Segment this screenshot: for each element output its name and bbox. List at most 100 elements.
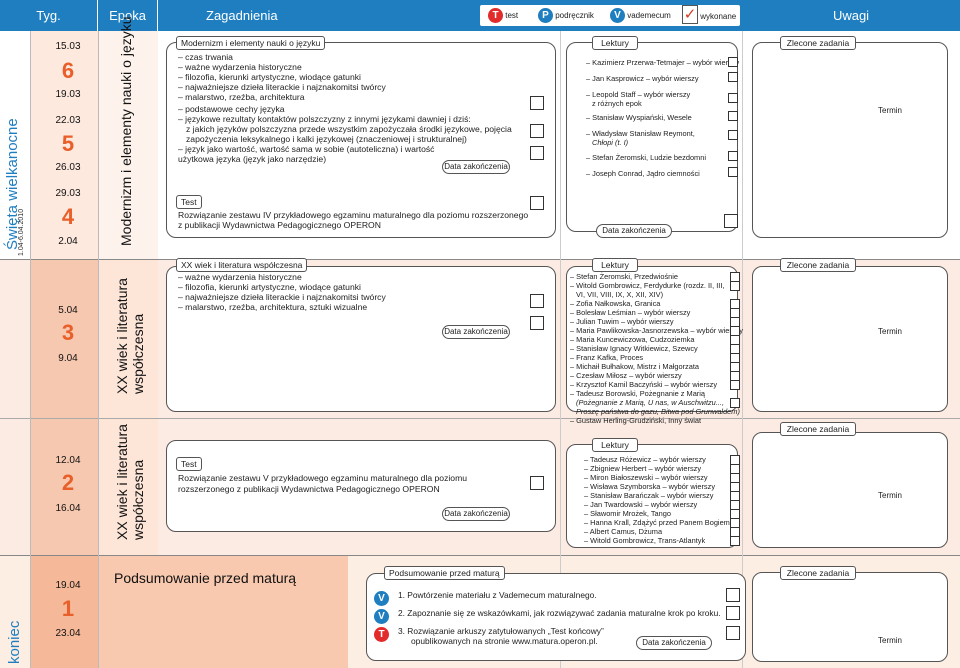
legend-test: test: [505, 11, 519, 20]
legend-vademecum: vademecum: [627, 11, 671, 20]
week-end: 19.03: [55, 89, 81, 100]
readings-card: [566, 444, 738, 548]
done-checkbox[interactable]: [530, 316, 544, 330]
done-checkbox[interactable]: [530, 196, 544, 210]
reading-item: – Bolesław Leśmian – wybór wierszy: [570, 308, 691, 317]
reading-item: – Julian Tuwim – wybór wierszy: [570, 317, 674, 326]
week-start: 15.03: [55, 41, 81, 52]
reading-checkbox[interactable]: [728, 72, 738, 82]
reading-item: – Tadeusz Borowski, Pożegnanie z Marią: [570, 389, 706, 398]
reading-item: – Joseph Conrad, Jądro ciemności: [586, 169, 700, 178]
topic-item: – najważniejsze dzieła literackie i najz…: [178, 82, 386, 92]
end-date-field[interactable]: Data zakończenia: [442, 160, 510, 174]
reading-item: – Witold Gombrowicz, Trans-Atlantyk: [584, 536, 706, 545]
reading-item: – Stanisław Wyspiański, Wesele: [586, 113, 692, 122]
done-checkbox[interactable]: [530, 146, 544, 160]
reading-item: – Stefan Żeromski, Ludzie bezdomni: [586, 153, 706, 162]
legend: T test P podręcznik V vademecum ✓ wykona…: [480, 5, 740, 26]
topic-item: – podstawowe cechy języka: [178, 104, 285, 114]
test-task: rozszerzonego z publikacji Wydawnictwa P…: [178, 484, 440, 494]
week-end: 2.04: [58, 236, 78, 247]
topics-card: [166, 42, 556, 238]
vademecum-badge-icon: V: [610, 8, 625, 23]
holiday-dates: 1.04-6.04.2010: [18, 208, 25, 256]
reading-item: – Jan Kasprowicz – wybór wierszy: [586, 74, 699, 83]
readings-title: Lektury: [592, 438, 638, 452]
topic-item: – językowe rezultaty kontaktów polszczyz…: [178, 114, 471, 124]
reading-item: – Leopold Staff – wybór wierszy: [586, 90, 691, 99]
legend-done: wykonane: [700, 12, 737, 21]
reading-checkbox[interactable]: [728, 151, 738, 161]
topic-item: – ważne wydarzenia historyczne: [178, 62, 302, 72]
topic-item: – najważniejsze dzieła literackie i najz…: [178, 292, 386, 302]
checkmark-icon: ✓: [682, 5, 698, 24]
header-notes: Uwagi: [832, 8, 870, 23]
topic-item: – czas trwania: [178, 52, 233, 62]
end-date-field[interactable]: Data zakończenia: [442, 325, 510, 339]
test-task: Rozwiązanie zestawu IV przykładowego egz…: [178, 210, 529, 220]
topic-item: użytkowa języka (język jako narzędzie): [178, 154, 327, 164]
reading-checkbox[interactable]: [728, 167, 738, 177]
reading-item: – Czesław Miłosz – wybór wierszy: [570, 371, 682, 380]
done-checkbox[interactable]: [724, 214, 738, 228]
week-number: 2: [61, 470, 75, 495]
reading-item: – Miron Białoszewski – wybór wierszy: [584, 473, 708, 482]
test-task: Rozwiązanie zestawu V przykładowego egza…: [178, 473, 468, 483]
topics-card: [166, 266, 556, 412]
reading-checkbox[interactable]: [730, 281, 740, 291]
reading-checkbox[interactable]: [728, 130, 738, 140]
reading-item: – Jan Twardowski – wybór wierszy: [584, 500, 698, 509]
done-checkbox[interactable]: [726, 588, 740, 602]
assigned-tasks-title: Zlecone zadania: [780, 422, 856, 436]
done-checkbox[interactable]: [530, 96, 544, 110]
topics-card-title: XX wiek i literatura współczesna: [176, 258, 308, 272]
week-number: 6: [61, 58, 75, 83]
reading-item: (Pożegnanie z Marią, U nas, w Auschwitzu…: [576, 398, 725, 407]
reading-checkbox[interactable]: [730, 380, 740, 390]
week-start: 29.03: [55, 188, 81, 199]
reading-item: – Maria Pawlikowska-Jasnorzewska – wybór…: [570, 326, 743, 335]
week-number: 4: [61, 204, 75, 229]
done-checkbox[interactable]: [530, 124, 544, 138]
readings-title: Lektury: [592, 258, 638, 272]
test-badge-icon: T: [374, 624, 389, 642]
assigned-tasks-title: Zlecone zadania: [780, 258, 856, 272]
reading-item: – Kazimierz Przerwa-Tetmajer – wybór wie…: [586, 58, 740, 67]
week-end: 23.04: [55, 628, 81, 639]
week-number: 3: [61, 320, 75, 345]
done-checkbox[interactable]: [726, 606, 740, 620]
done-checkbox[interactable]: [726, 626, 740, 640]
reading-checkbox[interactable]: [730, 398, 740, 408]
test-badge-icon: T: [488, 8, 503, 23]
textbook-badge-icon: P: [538, 8, 553, 23]
done-checkbox[interactable]: [530, 476, 544, 490]
done-checkbox[interactable]: [530, 294, 544, 308]
reading-item: – Krzysztof Kamil Baczyński – wybór wier…: [570, 380, 718, 389]
reading-item: VI, VII, VIII, IX, X, XII, XIV): [576, 290, 664, 299]
reading-item: – Zofia Nałkowska, Granica: [570, 299, 661, 308]
header-epoch: Epoka: [98, 0, 158, 31]
end-date-field[interactable]: Data zakończenia: [442, 507, 510, 521]
end-date-field[interactable]: Data zakończenia: [636, 636, 712, 650]
reading-checkbox[interactable]: [730, 536, 740, 546]
reading-item: – Albert Camus, Dżuma: [584, 527, 663, 536]
reading-item: – Władysław Stanisław Reymont,: [586, 129, 695, 138]
reading-item: – Franz Kafka, Proces: [570, 353, 644, 362]
vademecum-badge-icon: V: [374, 606, 389, 624]
readings-title: Lektury: [592, 36, 638, 50]
week-number: 5: [61, 131, 75, 156]
assigned-tasks-card: [752, 572, 948, 662]
reading-item: – Stanisław Ignacy Witkiewicz, Szewcy: [570, 344, 698, 353]
reading-checkbox[interactable]: [728, 57, 738, 67]
end-date-field[interactable]: Data zakończenia: [596, 224, 672, 238]
reading-checkbox[interactable]: [728, 93, 738, 103]
assigned-tasks-card: [752, 42, 948, 238]
epoch-title: Podsumowanie przed maturą: [114, 570, 297, 586]
reading-item: – Gustaw Herling-Grudziński, Inny świat: [570, 416, 702, 425]
reading-item: – Tadeusz Różewicz – wybór wierszy: [584, 455, 706, 464]
test-label: Test: [176, 457, 202, 471]
reading-item: – Michaił Bułhakow, Mistrz i Małgorzata: [570, 362, 699, 371]
assigned-tasks-title: Zlecone zadania: [780, 36, 856, 50]
reading-checkbox[interactable]: [728, 111, 738, 121]
